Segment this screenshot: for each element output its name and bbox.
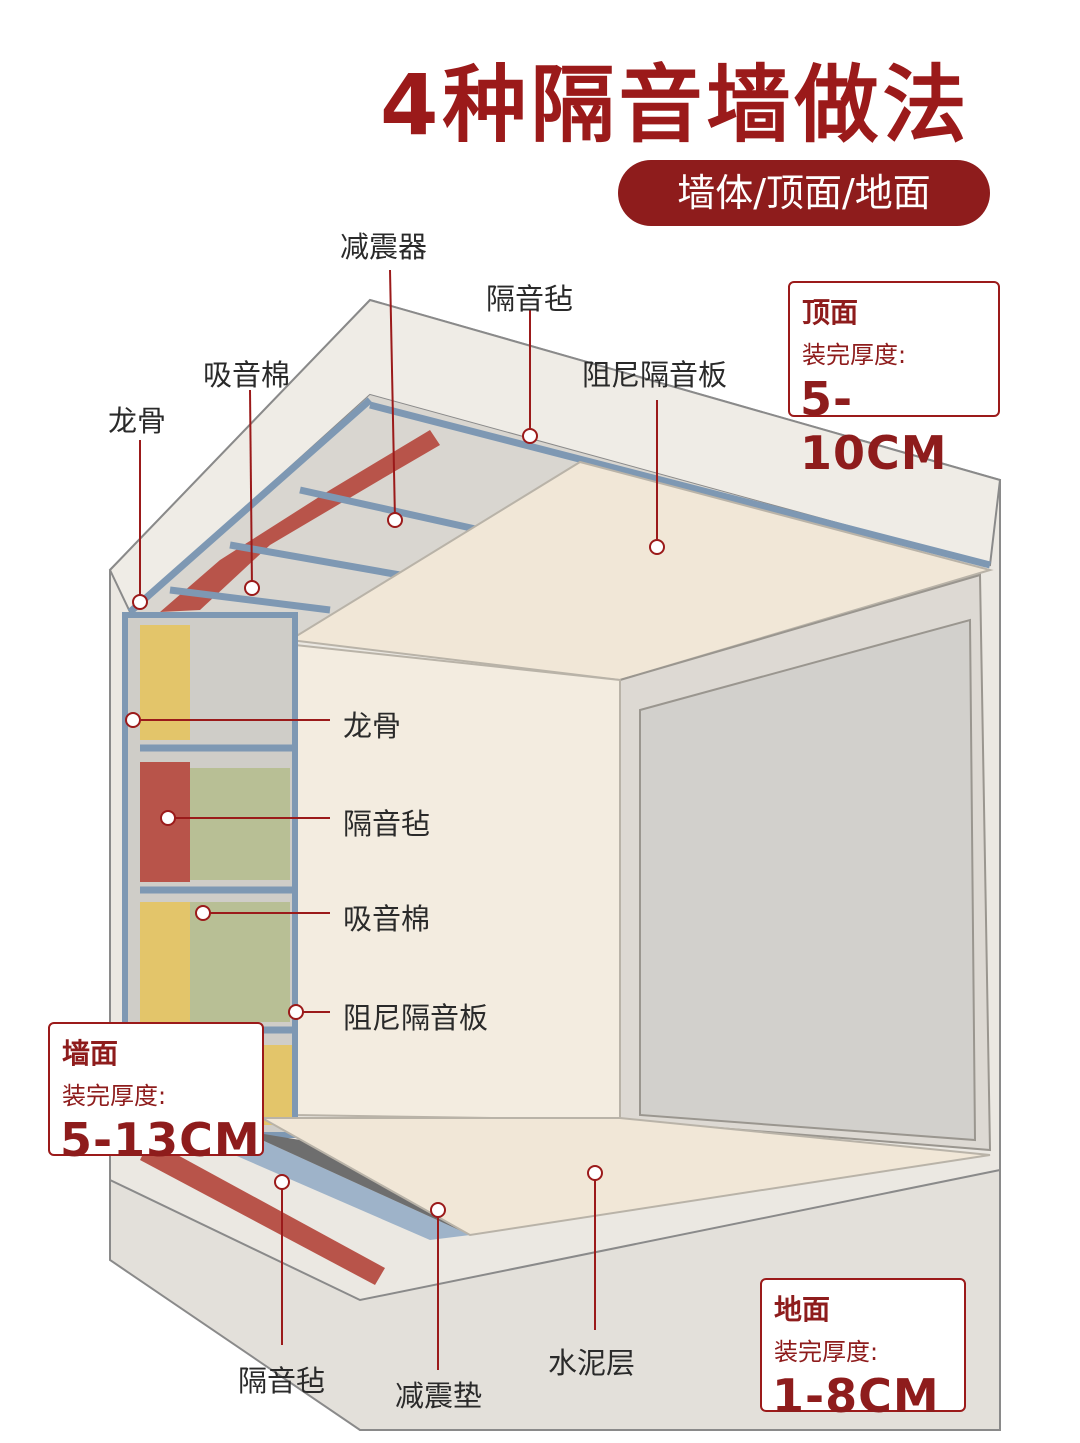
floor-pad — [200, 1130, 470, 1240]
spec-floor-value: 1-8CM — [772, 1369, 940, 1423]
left-green-1 — [190, 768, 290, 880]
spec-wall-value: 5-13CM — [60, 1113, 261, 1167]
label-ceiling-damper: 减震器 — [340, 230, 428, 264]
spec-ceiling-box: 顶面 装完厚度: 5-10CM — [788, 281, 1000, 480]
ceiling-structure — [130, 395, 990, 640]
spec-floor-sub: 装完厚度: — [774, 1338, 879, 1366]
label-wall-cotton: 吸音棉 — [343, 902, 431, 936]
subtitle-pill: 墙体/顶面/地面 — [618, 160, 990, 226]
label-ceiling-felt: 隔音毡 — [486, 282, 574, 316]
spec-floor-box: 地面 装完厚度: 1-8CM — [760, 1278, 966, 1423]
ceiling-felt-strip — [160, 430, 440, 612]
spec-ceiling-sub: 装完厚度: — [802, 341, 907, 369]
spec-ceiling-heading: 顶面 — [802, 296, 859, 329]
label-wall-keel: 龙骨 — [343, 709, 402, 743]
label-ceiling-cotton: 吸音棉 — [203, 358, 291, 392]
page-title: 4种隔音墙做法 — [380, 56, 971, 154]
ceiling-board — [287, 460, 994, 682]
left-green-2 — [190, 902, 290, 1022]
label-ceiling-board: 阻尼隔音板 — [582, 358, 728, 392]
spec-floor-heading: 地面 — [774, 1293, 831, 1326]
left-cotton-2 — [140, 902, 190, 1022]
left-cotton-3 — [262, 1045, 292, 1125]
label-wall-felt: 隔音毡 — [343, 807, 431, 841]
spec-ceiling-value: 5-10CM — [800, 372, 948, 480]
label-floor-cement: 水泥层 — [548, 1346, 636, 1380]
label-floor-pad: 减震垫 — [395, 1379, 483, 1413]
right-wall-panel — [639, 618, 977, 1142]
spec-wall-box: 墙面 装完厚度: 5-13CM — [48, 1022, 264, 1167]
spec-wall-sub: 装完厚度: — [62, 1082, 167, 1110]
spec-wall-heading: 墙面 — [62, 1037, 119, 1070]
label-wall-board: 阻尼隔音板 — [343, 1001, 489, 1035]
label-ceiling-keel: 龙骨 — [108, 404, 167, 438]
label-floor-felt: 隔音毡 — [238, 1364, 326, 1398]
left-cotton-1 — [140, 625, 190, 740]
floor-felt — [140, 1140, 385, 1285]
